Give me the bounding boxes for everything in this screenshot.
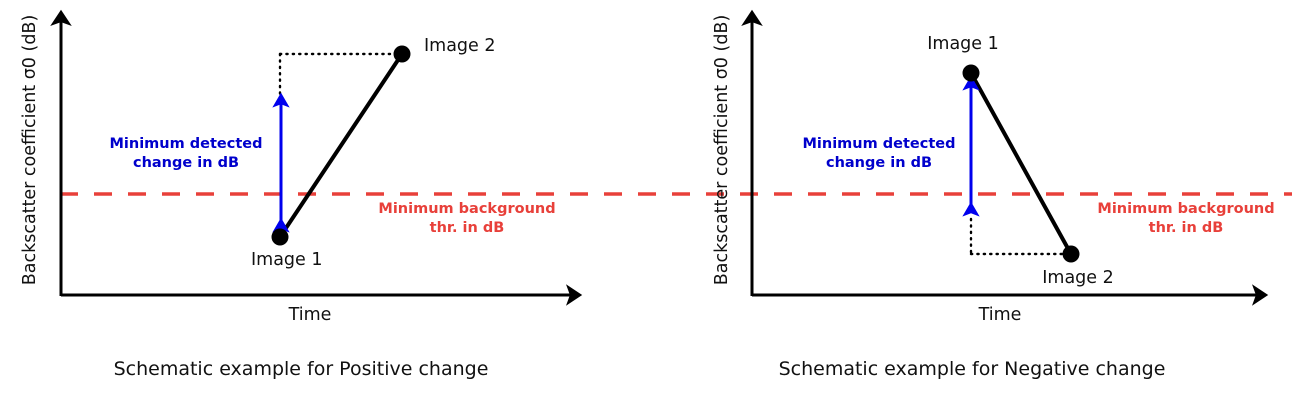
caption-positive-change: Schematic example for Positive change [114, 358, 489, 380]
label-image-1-positive: Image 1 [251, 250, 323, 270]
annotation-minimum-detected-change-line2-negative: change in dB [826, 155, 932, 171]
annotation-minimum-background-line2-positive: thr. in dB [430, 220, 505, 236]
annotation-minimum-background-line1-positive: Minimum background [378, 201, 555, 217]
y-axis-title-negative: Backscatter coefficient σ0 (dB) [712, 15, 732, 286]
x-axis-title-negative: Time [978, 305, 1022, 325]
label-image-2-negative: Image 2 [1042, 268, 1114, 288]
data-point-image-1-positive [271, 228, 289, 246]
series-line-negative [969, 71, 1073, 256]
series-line-positive [278, 52, 404, 239]
x-axis-title-positive: Time [288, 305, 332, 325]
annotation-minimum-background-line1-negative: Minimum background [1097, 201, 1274, 217]
annotation-minimum-background-line2-negative: thr. in dB [1149, 220, 1224, 236]
data-point-image-2-negative [1062, 245, 1080, 263]
panel-negative-change: Image 1 Image 2 Minimum detected change … [712, 9, 1275, 380]
data-point-image-1-negative [962, 64, 980, 82]
panel-positive-change: Image 1 Image 2 Minimum detected change … [20, 9, 583, 380]
annotation-minimum-detected-change-line1-positive: Minimum detected [109, 136, 262, 152]
data-point-image-2-positive [393, 45, 411, 63]
annotation-minimum-detected-change-line1-negative: Minimum detected [802, 136, 955, 152]
label-image-2-positive: Image 2 [424, 36, 496, 56]
caption-negative-change: Schematic example for Negative change [779, 358, 1166, 380]
y-axis-title-positive: Backscatter coefficient σ0 (dB) [20, 15, 40, 286]
annotation-minimum-detected-change-line2-positive: change in dB [133, 155, 239, 171]
label-image-1-negative: Image 1 [927, 34, 999, 54]
